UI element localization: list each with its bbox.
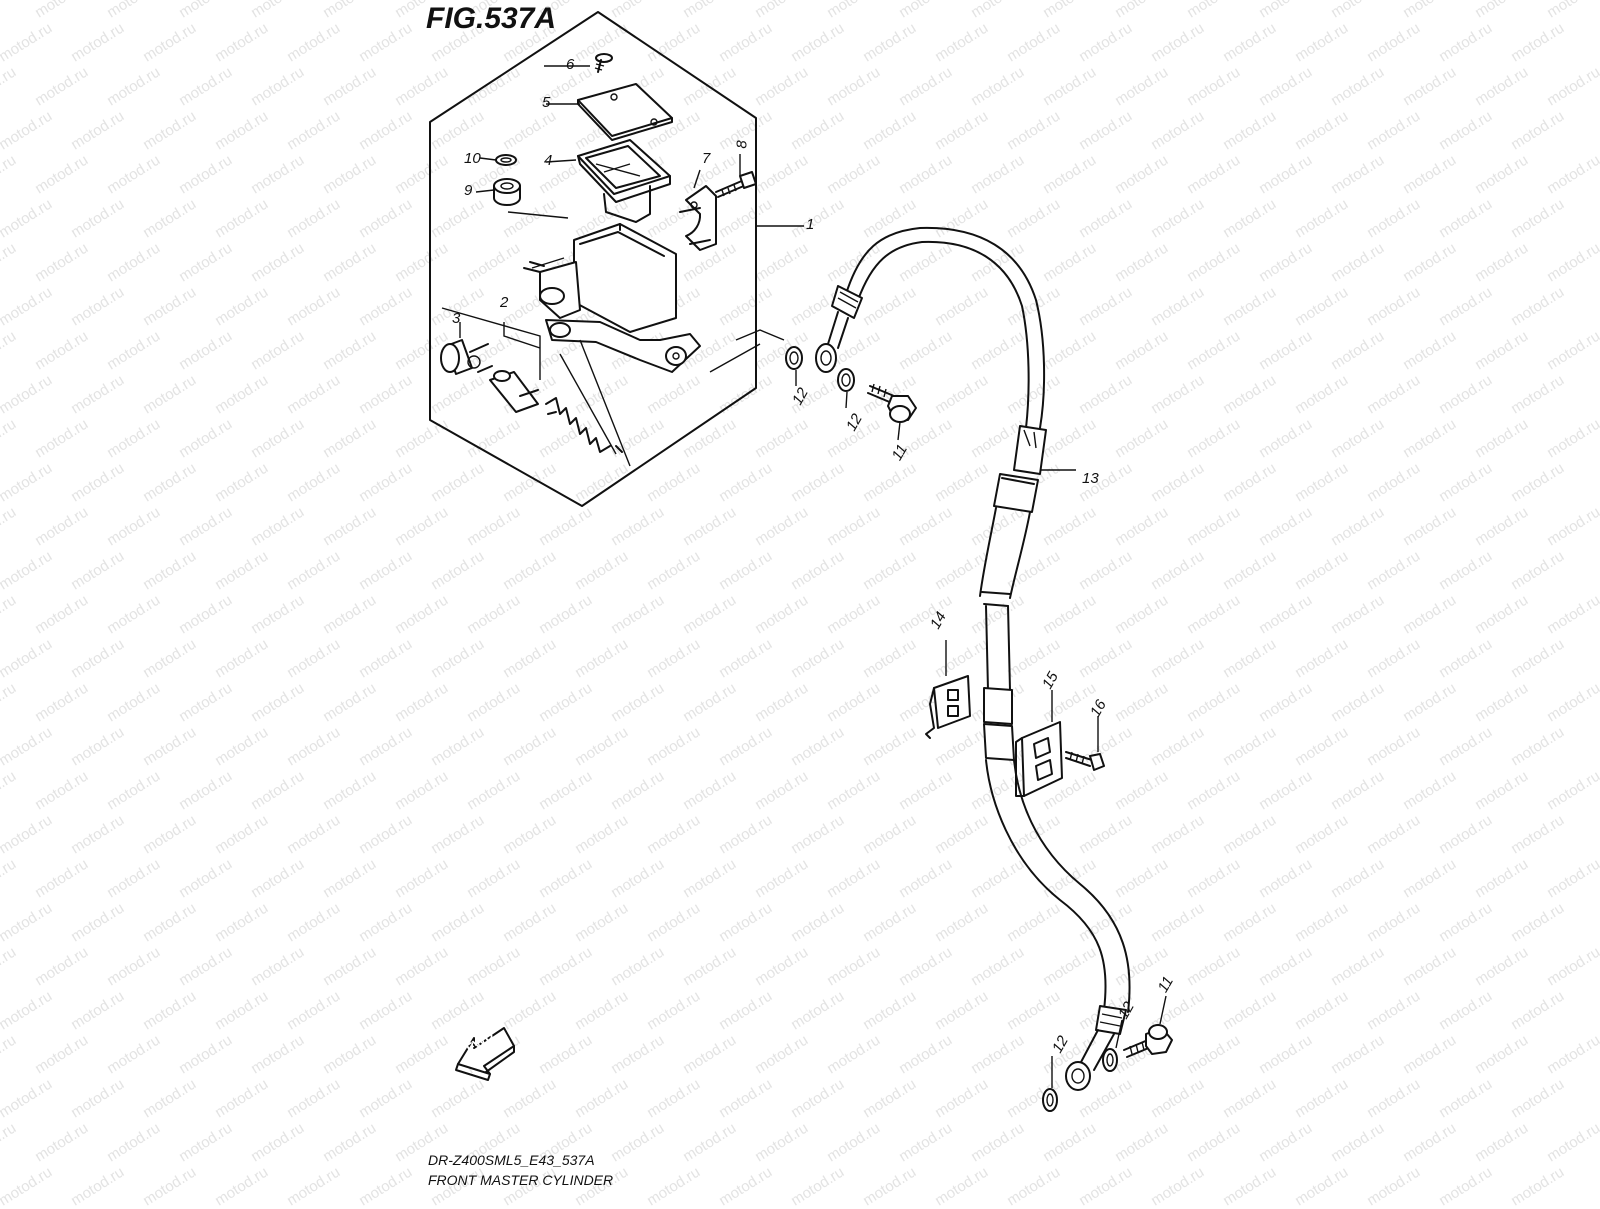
part-clamp-7 [679,185,717,251]
part-banjo-bolt-11-upper [867,383,917,441]
part-washer-12-lower-left [1042,1088,1058,1112]
part-bolt-8 [715,171,757,198]
figure-caption: FRONT MASTER CYLINDER [428,1172,614,1188]
model-code: DR-Z400SML5_E43_537A [428,1152,595,1168]
part-washer-12-lower-right [1102,1048,1118,1072]
callout-9: 9 [464,182,473,199]
part-diaphragm-4 [577,139,671,223]
callout-4: 4 [544,152,553,169]
callout-3: 3 [452,310,461,327]
part-boot-9 [493,178,521,206]
fwd-arrow-icon [455,1027,515,1081]
figure-title: FIG.537A [426,2,557,35]
callout-7: 7 [702,150,711,167]
part-ring-10 [495,154,517,166]
part-washer-12-upper-right [837,368,855,392]
callout-10: 10 [464,150,481,167]
callout-13: 13 [1082,470,1099,487]
part-bracket-15 [1015,690,1063,797]
part-piston-spring-2 [489,370,623,453]
callout-5: 5 [542,94,551,111]
callout-6: 6 [566,56,575,73]
callout-2: 2 [500,294,509,311]
part-piston-boot-3 [440,339,493,375]
part-cap-5 [577,83,673,141]
part-master-cylinder-1 [523,223,701,373]
callout-8: 8 [733,140,751,149]
part-hose-clamp-14 [925,640,971,739]
part-washer-12-upper-left [785,346,803,370]
part-bolt-16 [1065,716,1105,771]
callout-1: 1 [806,216,815,233]
part-banjo-bolt-11-lower [1123,995,1173,1058]
assembly-outline [429,11,757,507]
part-brake-hose-13 [815,226,1131,1091]
part-screw-6 [594,53,613,73]
